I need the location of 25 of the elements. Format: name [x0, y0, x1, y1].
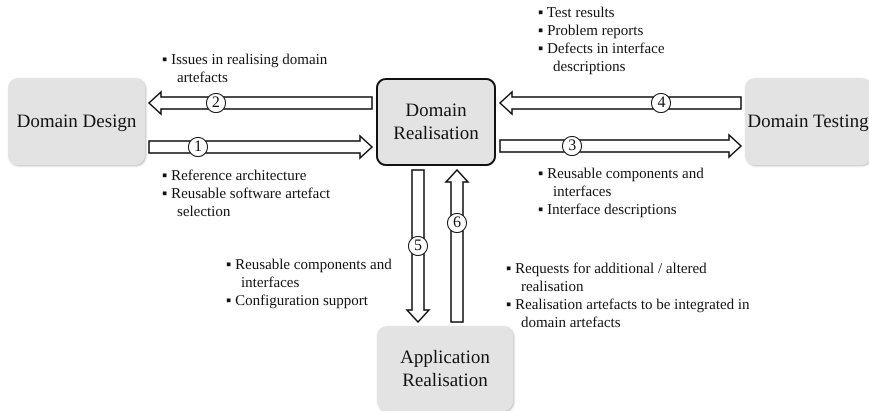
bullet-item: ▪ Reference architecture	[162, 167, 308, 185]
bullet-item: ▪ Interface descriptions	[538, 201, 678, 219]
step-number: 3	[562, 136, 582, 156]
process-box: Domain Realisation	[376, 78, 496, 166]
block-arrow	[499, 133, 742, 159]
process-box: Domain Design	[8, 78, 145, 165]
bullet-item: ▪ Test results	[538, 4, 616, 22]
bullet-item: ▪ Reusable components and interfaces	[226, 256, 393, 292]
process-box: Application Realisation	[377, 326, 513, 411]
step-number: 6	[447, 213, 467, 234]
block-arrow	[498, 90, 742, 116]
bullet-item: ▪ Reusable components and interfaces	[538, 165, 705, 201]
bullet-item: ▪ Problem reports	[538, 22, 644, 40]
bullet-item: ▪ Configuration support	[226, 292, 369, 310]
bullet-item: ▪ Reusable software artefact selection	[162, 185, 332, 221]
step-number: 4	[651, 93, 672, 113]
bullet-item: ▪ Requests for additional / altered realisation	[506, 260, 708, 296]
bullet-item: ▪ Defects in interface descriptions	[538, 40, 666, 76]
bullet-item: ▪ Issues in realising domain artefacts	[162, 51, 328, 87]
block-arrow	[148, 134, 374, 160]
step-number: 5	[408, 236, 428, 256]
block-arrow	[148, 90, 373, 116]
process-box: Domain Testing	[745, 78, 869, 165]
step-number: 1	[188, 137, 208, 157]
step-number: 2	[206, 93, 226, 113]
